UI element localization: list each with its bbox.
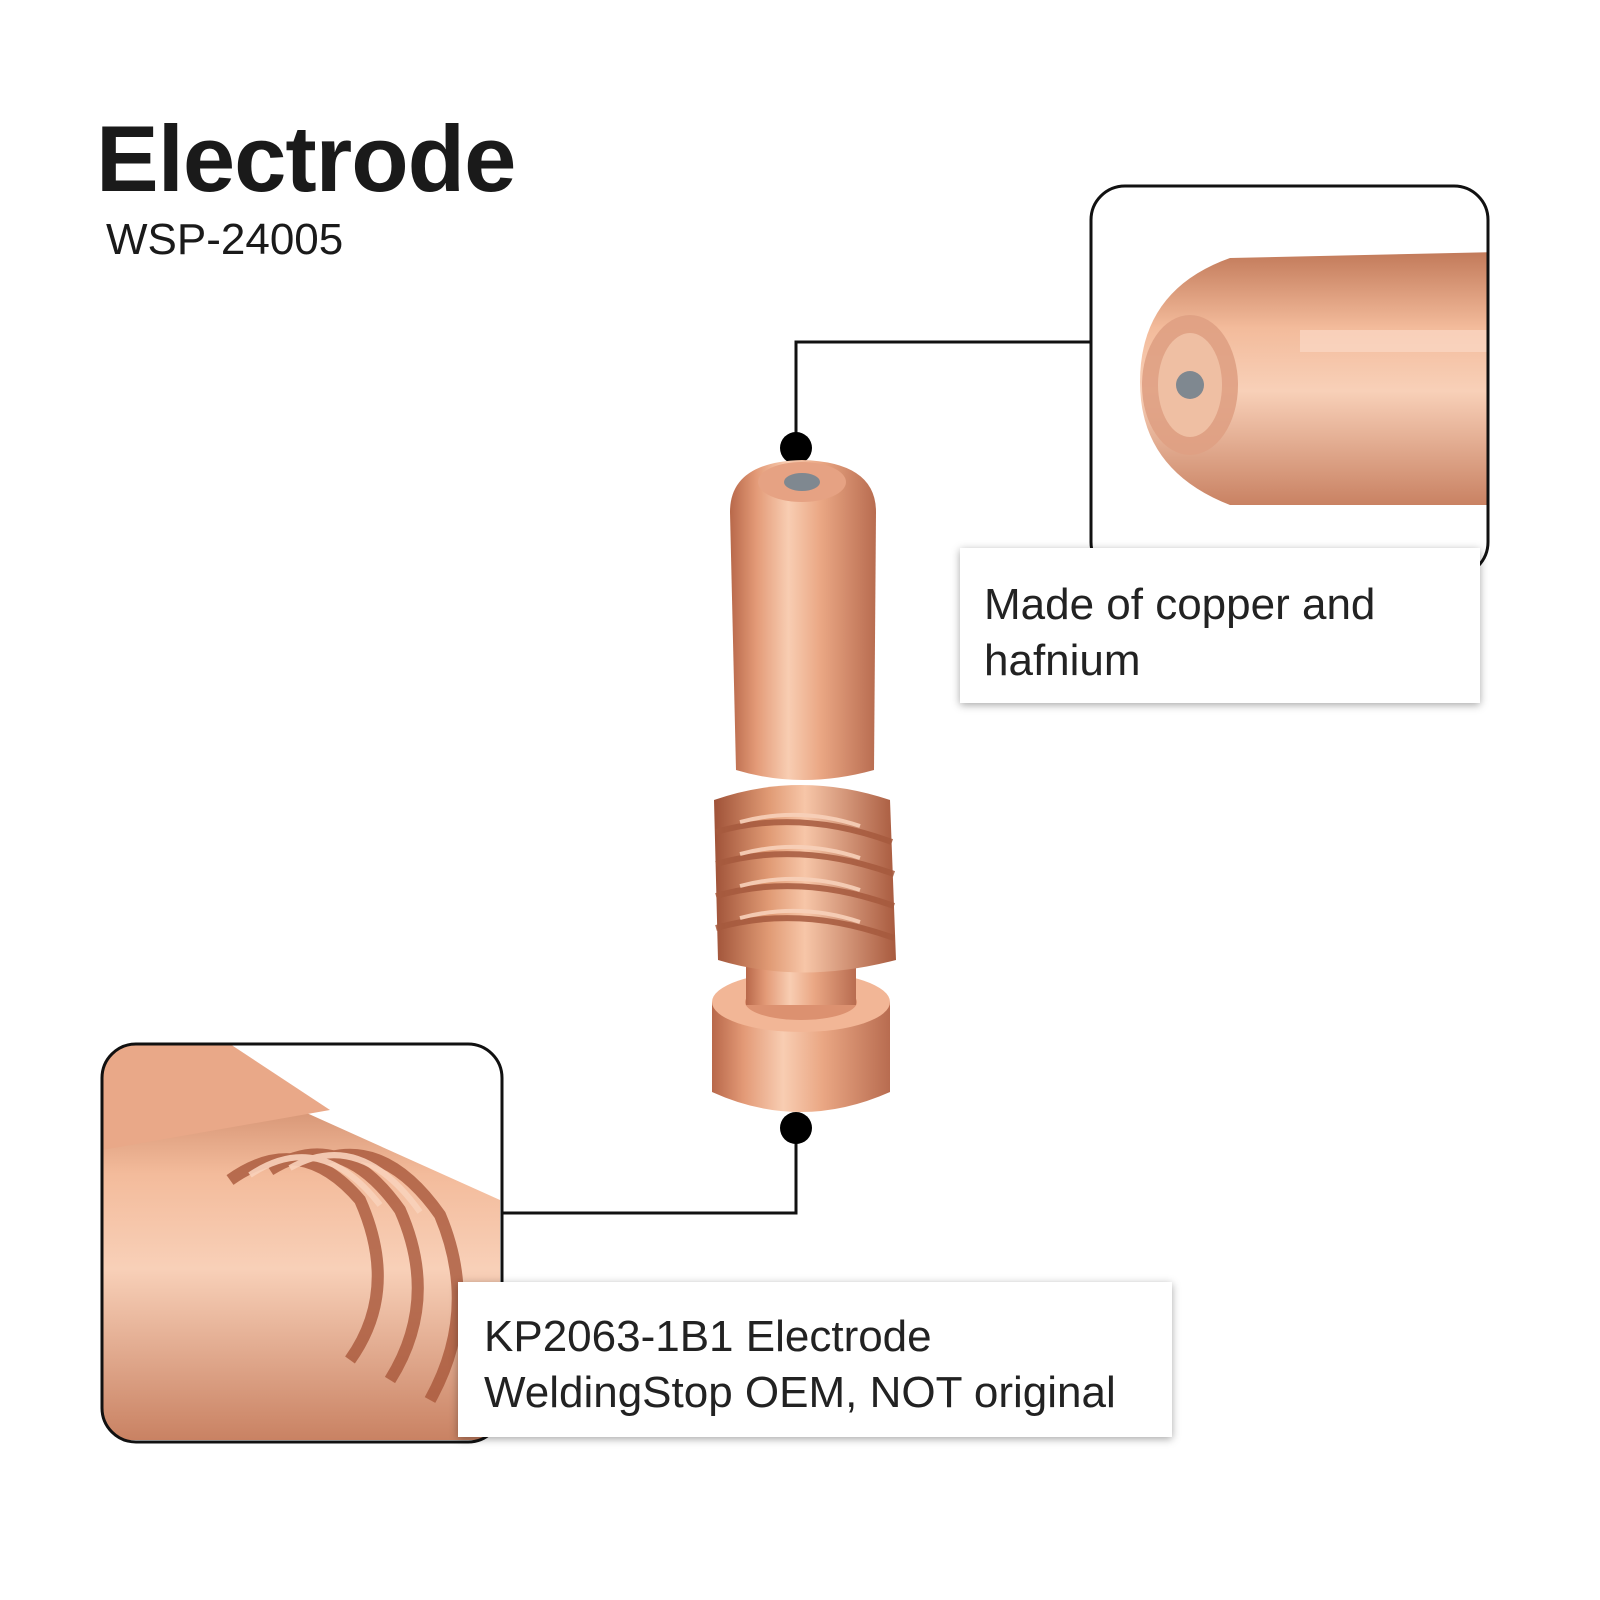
part-info-callout: KP2063-1B1 Electrode WeldingStop OEM, NO… [458,1282,1172,1437]
leader-lines [502,340,1091,1215]
part-number: WSP-24005 [106,215,344,264]
thread-leader-line [502,1128,798,1215]
tip-marker-dot [780,432,812,464]
electrode-image [712,460,896,1112]
page-title: Electrode [96,106,516,211]
part-callout-line-1: KP2063-1B1 Electrode [484,1312,932,1361]
tip-leader-line [794,340,1091,448]
thread-marker-dot [780,1112,812,1144]
hafnium-insert-closeup [1176,371,1204,399]
part-callout-line-2: WeldingStop OEM, NOT original [484,1368,1116,1418]
tip-callout-line-1: Made of copper and [984,580,1376,629]
tip-material-callout: Made of copper and hafnium [960,548,1480,703]
hafnium-insert [784,473,820,491]
tip-closeup-inset [1089,184,1490,578]
tip-callout-line-2: hafnium [984,636,1141,686]
thread-closeup-inset [100,1042,504,1444]
